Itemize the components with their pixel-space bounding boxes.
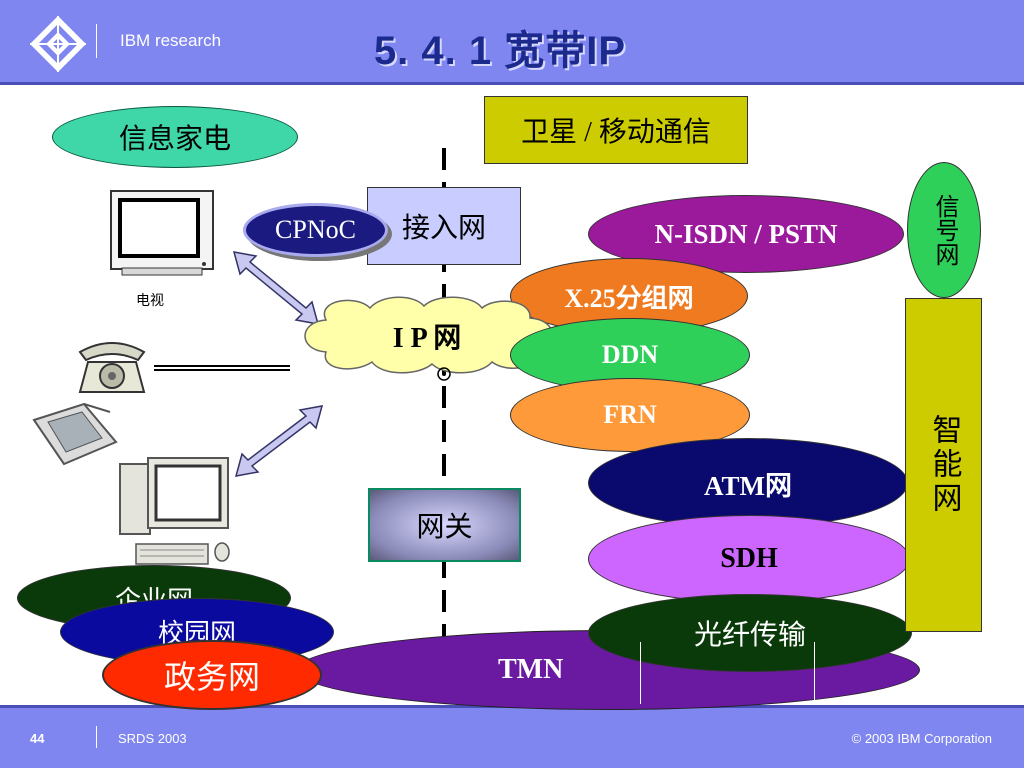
access-network-box: 接入网 xyxy=(367,187,521,265)
arrow-pc-ip xyxy=(234,405,324,477)
layer-fiber-transmission: 光纤传输 xyxy=(588,594,912,672)
footer-copyright: © 2003 IBM Corporation xyxy=(851,731,992,746)
slide-header xyxy=(0,0,1024,82)
info-appliance-ellipse: 信息家电 xyxy=(52,106,298,168)
pda-icon xyxy=(32,402,118,466)
slide-title: 5. 4. 1 宽带IP xyxy=(373,29,627,73)
satellite-mobile-box: 卫星 / 移动通信 xyxy=(484,96,748,164)
ibm-research-diamond-icon xyxy=(30,16,86,72)
intelligent-network-box: 智能网 xyxy=(905,298,982,632)
ip-network-label: I P 网 xyxy=(392,323,462,354)
footer-separator xyxy=(96,726,97,748)
telephone-icon xyxy=(78,342,146,393)
television-icon xyxy=(110,190,214,276)
government-network-ellipse: 政务网 xyxy=(102,640,322,710)
slide-footer xyxy=(0,708,1024,768)
header-divider xyxy=(0,82,1024,85)
layer-atm: ATM网 xyxy=(588,438,908,528)
tv-label: 电视 xyxy=(136,292,164,308)
tmn-divider xyxy=(814,642,815,700)
page-number: 44 xyxy=(30,731,45,746)
footer-event: SRDS 2003 xyxy=(118,731,187,746)
layer-sdh: SDH xyxy=(588,515,910,603)
tmn-divider xyxy=(640,642,641,704)
desktop-computer-icon xyxy=(119,457,230,565)
cpnoc-label: CPNoC xyxy=(243,203,388,257)
tmn-label: TMN xyxy=(498,654,564,685)
gateway-box: 网关 xyxy=(368,488,521,562)
connection-dot-icon xyxy=(437,367,451,381)
brand-label: IBM research xyxy=(120,31,222,50)
ibm-logo: IBM xyxy=(932,24,990,57)
signaling-network-ellipse: 信号网 xyxy=(907,162,981,298)
brand-divider xyxy=(96,24,97,58)
